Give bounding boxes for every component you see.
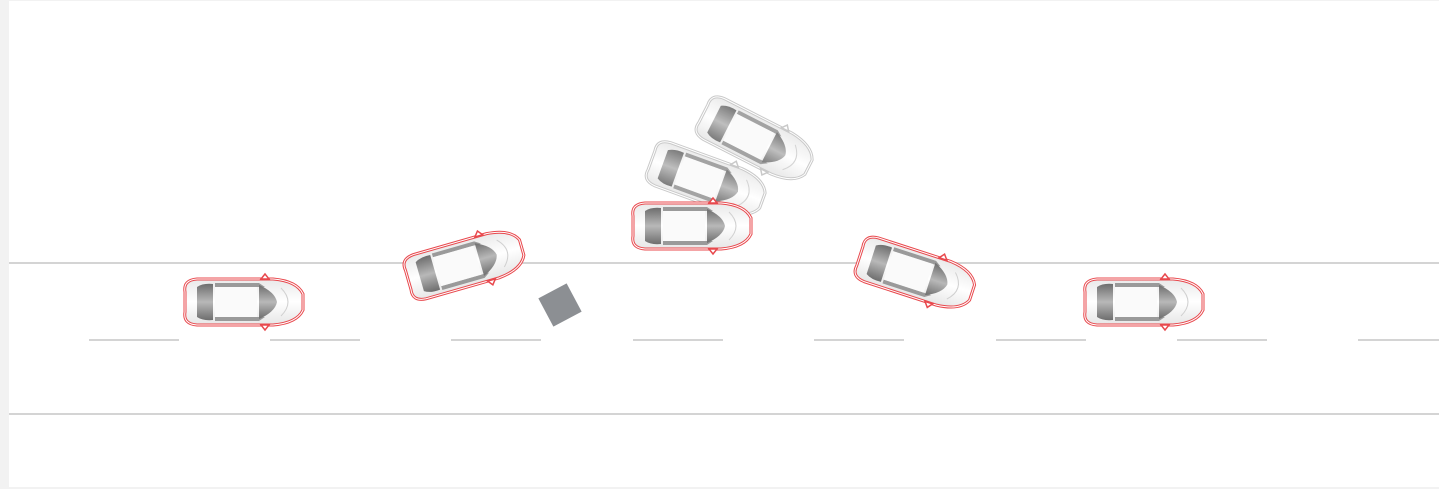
car-step-3 (633, 198, 751, 254)
car-step-4 (851, 229, 981, 319)
car-step-1 (185, 274, 303, 330)
square-obstacle-icon (538, 283, 581, 326)
car-step-5 (1085, 274, 1203, 330)
diagram-canvas (9, 1, 1439, 487)
car-step-2 (400, 221, 529, 307)
stability-control-diagram (9, 1, 1439, 487)
